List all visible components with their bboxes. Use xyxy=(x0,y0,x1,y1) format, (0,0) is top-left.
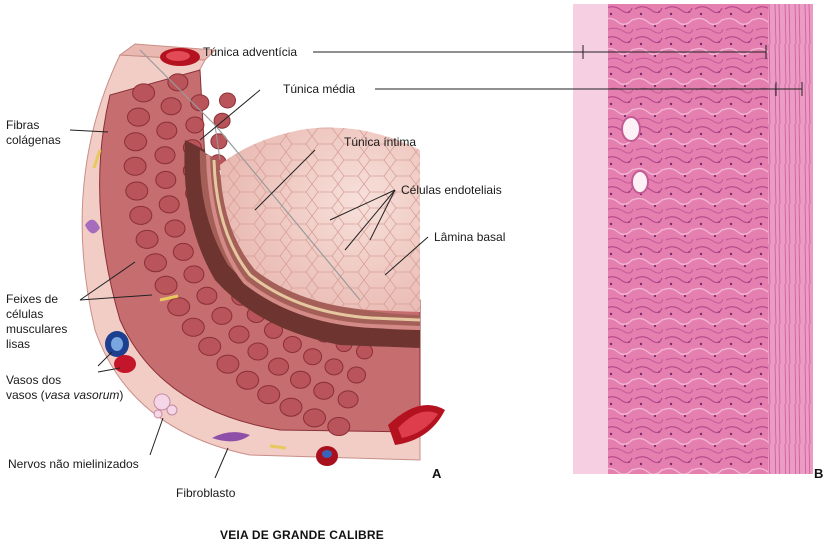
muscle-bundle xyxy=(314,382,334,399)
muscle-bundle xyxy=(182,318,204,336)
muscle-bundle xyxy=(229,326,249,343)
muscle-bundle xyxy=(357,344,373,359)
muscle-bundle xyxy=(161,98,181,115)
muscle-bundle xyxy=(291,371,311,388)
muscle-bundle xyxy=(128,108,150,126)
figure-caption: VEIA DE GRANDE CALIBRE xyxy=(220,528,384,542)
muscle-bundle xyxy=(258,386,280,404)
label-nervos: Nervos não mielinizados xyxy=(8,457,139,472)
muscle-bundle xyxy=(338,391,358,408)
muscle-bundle xyxy=(157,122,177,139)
label-lamina-basal: Lâmina basal xyxy=(434,230,505,245)
panel-label-b: B xyxy=(814,466,823,481)
label-tunica-media: Túnica média xyxy=(283,82,355,97)
muscle-bundle xyxy=(130,206,152,224)
muscle-bundle xyxy=(248,343,268,360)
label-tunica-adventicia: Túnica adventícia xyxy=(203,45,297,60)
muscle-bundle xyxy=(133,84,155,102)
muscle-bundle xyxy=(125,133,147,151)
muscle-bundle xyxy=(199,337,221,355)
muscle-bundle xyxy=(283,337,301,353)
muscle-bundle xyxy=(328,418,350,436)
muscle-bundle xyxy=(304,409,326,427)
muscle-bundle xyxy=(348,367,366,383)
muscle-bundle xyxy=(159,196,179,213)
muscle-bundle xyxy=(145,254,167,272)
muscle-bundle xyxy=(186,117,204,133)
muscle-bundle xyxy=(136,230,158,248)
muscle-bundle xyxy=(212,307,232,324)
muscle-bundle xyxy=(155,276,177,294)
muscle-bundle xyxy=(237,371,259,389)
label-feixes-musculares: Feixes de células musculares lisas xyxy=(6,292,67,352)
label-tunica-intima: Túnica íntima xyxy=(344,135,416,150)
label-fibras-colagenas: Fibras colágenas xyxy=(6,118,61,148)
muscle-bundle xyxy=(197,287,217,304)
label-fibroblasto: Fibroblasto xyxy=(176,486,235,501)
muscle-bundle xyxy=(304,349,322,365)
muscle-bundle xyxy=(184,266,204,283)
muscle-bundle xyxy=(155,147,175,164)
muscle-bundle xyxy=(124,157,146,175)
muscle-bundle xyxy=(217,355,239,373)
label-vasa-vasorum: Vasos dos vasos (vasa vasorum) xyxy=(6,373,123,403)
panel-label-a: A xyxy=(432,466,441,481)
histology-micrograph xyxy=(573,4,813,474)
muscle-bundle xyxy=(156,171,176,188)
muscle-bundle xyxy=(325,359,343,375)
muscle-bundle xyxy=(165,220,185,237)
muscle-bundle xyxy=(269,358,289,375)
vein-wall-illustration xyxy=(0,0,570,520)
muscle-bundle xyxy=(173,243,193,260)
label-celulas-endoteliais: Células endoteliais xyxy=(401,183,502,198)
muscle-bundle xyxy=(220,93,236,108)
muscle-bundle xyxy=(280,398,302,416)
muscle-bundle xyxy=(126,182,148,200)
muscle-bundle xyxy=(168,298,190,316)
